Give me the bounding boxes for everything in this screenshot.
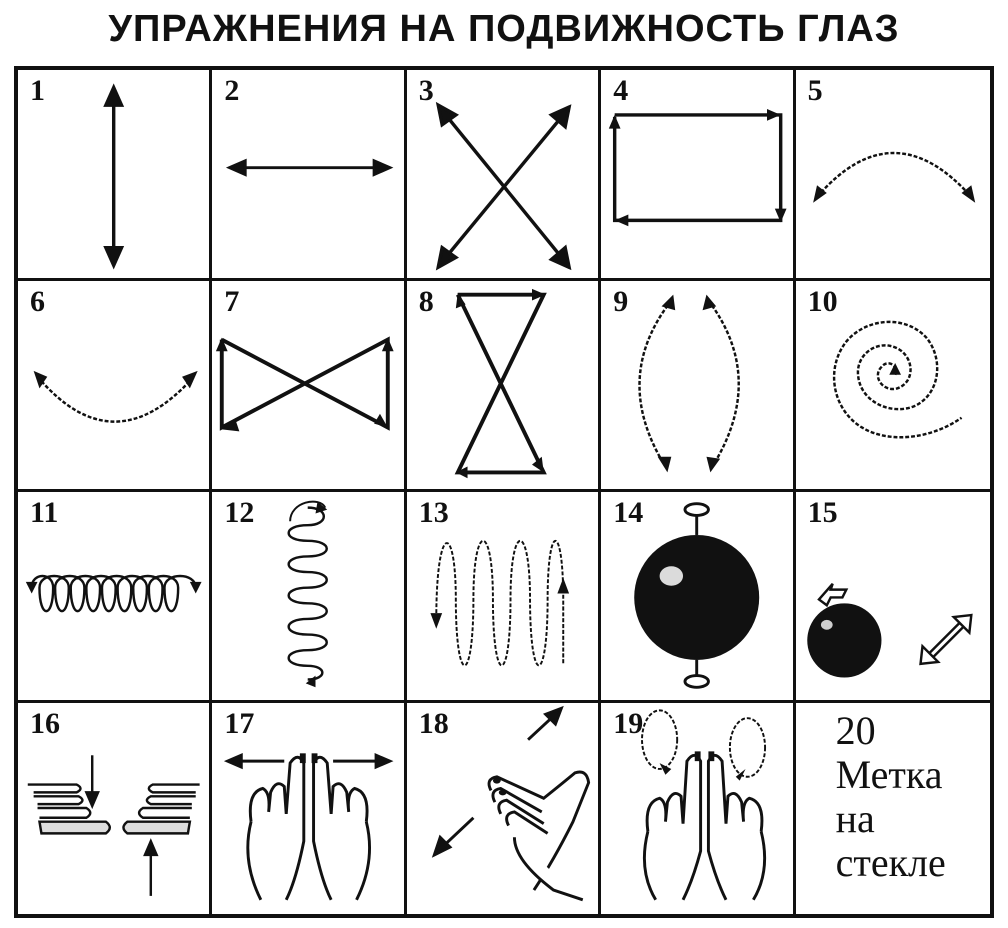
exercise-number: 20 [835,708,876,753]
exercise-cell-7: 7 [212,281,407,492]
exercise-number: 14 [613,496,644,529]
exercise-cell-19: 19 [601,703,796,914]
exercise-cell-14: 14 [601,492,796,703]
exercise-cell-2: 2 [212,70,407,281]
vertical-coil-icon [288,500,329,688]
exercise-number: 19 [613,707,644,740]
spiral-icon [832,320,962,439]
exercise-cell-17: 17 [212,703,407,914]
exercise-cell-10: 10 [795,281,990,492]
exercise-number: 16 [30,707,60,740]
exercise-number: 5 [807,74,823,107]
zigzag-wave-icon [430,539,569,667]
exercise-cell-11: 11 [18,492,213,703]
exercise-cell-4: 4 [601,70,796,281]
rectangle-path-icon [609,109,787,227]
exercise-number: 7 [224,285,240,318]
text-line: Метка [835,752,943,797]
horizontal-hourglass-path-icon [216,336,395,432]
exercise-cell-15: 15 [795,492,990,703]
exercise-number: 10 [807,285,838,318]
palms-fingers-spread-icon [224,753,394,901]
horizontal-coil-icon [25,574,202,613]
fingers-up-down-icon [27,755,200,896]
exercise-cell-20: 20 Метка на стекле [796,703,990,914]
page-title: УПРАЖНЕНИЯ НА ПОДВИЖНОСТЬ ГЛАЗ [108,8,900,50]
exercise-cell-9: 9 [601,281,796,492]
exercise-number: 2 [224,74,240,107]
diagonal-cross-arrows-icon [435,101,572,271]
globe-ball-icon [634,502,760,689]
small-ball-arrows-icon [806,582,973,678]
exercise-number: 11 [30,496,59,529]
exercise-number: 9 [613,285,629,318]
lower-arc-arrow-icon [33,370,198,423]
exercise-number: 13 [418,496,449,529]
palms-circles-icon [641,709,767,901]
exercise-number: 15 [807,496,838,529]
exercise-number: 17 [224,707,255,740]
exercise-number: 12 [224,496,255,529]
window-mark-text: 20 Метка на стекле [836,709,946,885]
exercise-cell-16: 16 [18,703,213,914]
exercise-number: 4 [613,74,629,107]
vertical-double-arrow-icon [103,83,125,270]
exercise-cell-8: 8 [406,281,602,492]
horizontal-double-arrow-icon [226,158,394,177]
exercise-cell-13: 13 [406,492,602,703]
exercise-cell-18: 18 [407,703,602,914]
palms-diagonal-icon [431,705,590,902]
two-vertical-arcs-icon [638,294,741,473]
exercise-number: 3 [418,74,434,107]
exercise-grid: 1 2 3 [14,66,994,918]
exercise-number: 8 [418,285,434,318]
exercise-cell-6: 6 [18,281,213,492]
vertical-hourglass-path-icon [454,288,547,479]
exercise-cell-5: 5 [795,70,990,281]
exercise-number: 6 [30,285,45,318]
exercise-cell-3: 3 [406,70,602,281]
exercise-cell-1: 1 [18,70,213,281]
upper-arc-arrow-icon [812,151,975,203]
exercise-cell-12: 12 [212,492,407,703]
text-line: стекле [835,840,946,885]
exercise-number: 1 [30,74,45,107]
text-line: на [835,796,875,841]
exercise-number: 18 [418,707,449,740]
